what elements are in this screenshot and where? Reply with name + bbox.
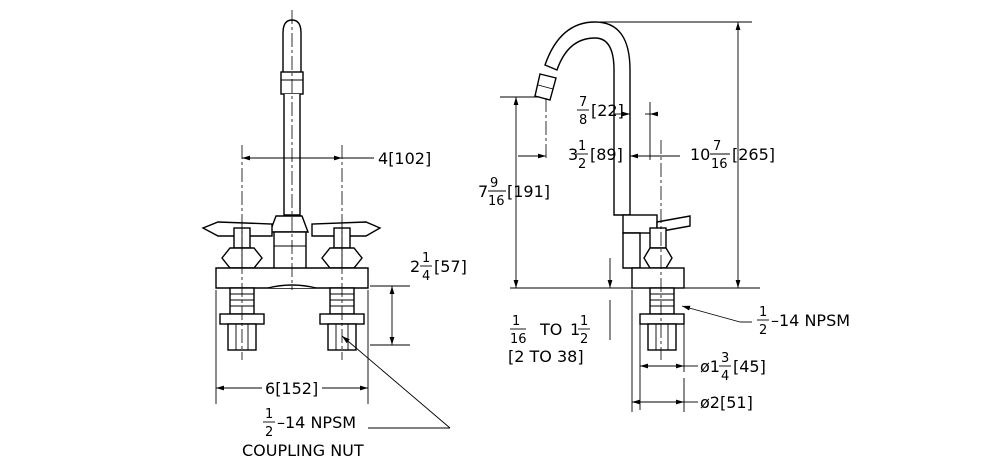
overall-height-num: 7: [713, 139, 721, 154]
dimension-deck-thickness: 1 16 TO 1 1 2 [2 TO 38]: [508, 258, 613, 366]
side-thread-spec: –14 NPSM: [771, 311, 850, 330]
side-body: [622, 214, 691, 289]
front-view: 4[102] 2 1 4 [57] 6[152] 1 2: [201, 10, 467, 460]
shank-length-whole: 2: [410, 257, 420, 276]
dimension-overall-height: 10 7 16 [265]: [690, 22, 775, 288]
deck-den-2: 2: [580, 332, 588, 347]
outlet-dia-mm: [22]: [591, 101, 624, 120]
callout-coupling-nut: 1 2 –14 NPSM COUPLING NUT: [242, 335, 451, 460]
spout-height-num: 9: [490, 176, 498, 191]
dimension-center-spacing: 4[102]: [242, 149, 431, 168]
dimension-spout-reach: 3 1 2 [89]: [518, 139, 680, 172]
dimension-outlet: 7 8 [22]: [577, 95, 659, 160]
overall-height-whole: 10: [690, 145, 710, 164]
flange-dia-mm: [45]: [733, 357, 766, 376]
front-thread-den: 2: [265, 425, 273, 440]
callout-side-thread: 1 2 –14 NPSM: [681, 305, 850, 338]
spout-reach-num: 1: [578, 139, 586, 154]
flange-dia-den: 4: [721, 369, 729, 384]
spout-reach-den: 2: [578, 157, 586, 172]
front-centerlines: [241, 10, 343, 360]
deck-whole-2: 1: [570, 320, 580, 339]
flange-dia-num: 3: [721, 351, 729, 366]
spout-reach-mm: [89]: [590, 145, 623, 164]
spout-height-whole: 7: [478, 182, 488, 201]
dimension-spout-height: 7 9 16 [191]: [478, 97, 550, 288]
dimension-shank-length: 2 1 4 [57]: [370, 251, 467, 346]
overall-height-mm: [265]: [732, 145, 775, 164]
spout-height-mm: [191]: [507, 182, 550, 201]
overall-width-label: 6[152]: [265, 379, 318, 398]
deck-mm: [2 TO 38]: [508, 347, 584, 366]
dimension-base-dia: ø2[51]: [631, 290, 753, 412]
deck-to: TO: [539, 320, 562, 339]
spout-front: [268, 19, 310, 281]
outlet-dia-den: 8: [579, 113, 587, 128]
shank-length-mm: [57]: [434, 257, 467, 276]
side-shank: [639, 287, 685, 351]
center-spacing-label: 4[102]: [378, 149, 431, 168]
front-thread-spec: –14 NPSM: [277, 413, 356, 432]
coupling-nut-label: COUPLING NUT: [242, 441, 364, 460]
deck-num-1: 1: [512, 314, 520, 329]
deck-den-1: 16: [510, 332, 527, 347]
spout-height-den: 16: [488, 194, 505, 209]
outlet-dia-num: 7: [579, 95, 587, 110]
flange-dia-prefix: ø1: [700, 357, 720, 376]
dimension-flange-dia: ø1 3 4 [45]: [639, 324, 766, 410]
side-view: 7 9 16 [191] 3 1 2 [89] 7 8 [22: [478, 21, 850, 412]
spout-reach-whole: 3: [568, 145, 578, 164]
front-thread-num: 1: [265, 407, 273, 422]
left-handle: [201, 221, 273, 269]
gooseneck-spout: [534, 21, 631, 216]
shank-length-num: 1: [422, 251, 430, 266]
overall-height-den: 16: [711, 157, 728, 172]
side-thread-num: 1: [759, 305, 767, 320]
side-thread-den: 2: [759, 323, 767, 338]
right-handle: [311, 221, 382, 269]
side-centerlines: [545, 98, 662, 360]
deck-num-2: 1: [580, 314, 588, 329]
dimension-overall-width: 6[152]: [215, 290, 369, 404]
base-dia-label: ø2[51]: [700, 393, 753, 412]
shank-length-den: 4: [422, 269, 430, 284]
